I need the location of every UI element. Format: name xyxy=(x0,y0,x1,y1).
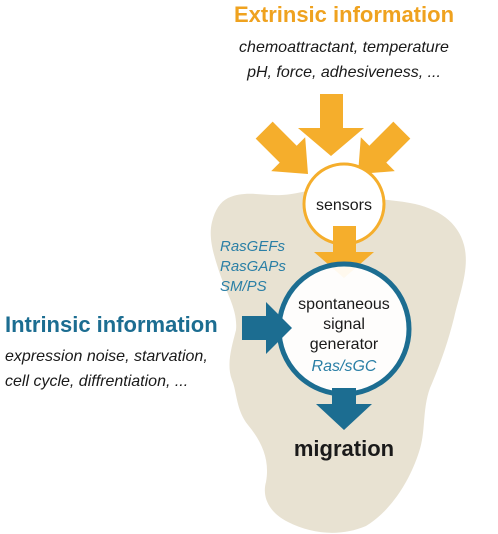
sensors-label: sensors xyxy=(316,197,372,214)
generator-line-2: signal xyxy=(323,316,365,333)
extrinsic-title: Extrinsic information xyxy=(234,2,454,27)
generator-line-1: spontaneous xyxy=(298,296,390,313)
arrow-intrinsic xyxy=(242,302,292,354)
arrow-right-extrinsic xyxy=(358,121,411,174)
regulator-smps: SM/PS xyxy=(220,278,267,295)
arrow-left-extrinsic xyxy=(255,121,308,174)
arrow-top-extrinsic xyxy=(298,94,364,156)
generator-line-3: generator xyxy=(310,336,379,353)
generator-line-4: Ras/sGC xyxy=(312,358,377,375)
migration-label: migration xyxy=(294,436,394,461)
extrinsic-line-2: pH, force, adhesiveness, ... xyxy=(246,64,441,81)
intrinsic-line-1: expression noise, starvation, xyxy=(5,348,208,365)
intrinsic-line-2: cell cycle, diffrentiation, ... xyxy=(5,373,188,390)
regulator-rasgaps: RasGAPs xyxy=(220,258,286,275)
extrinsic-line-1: chemoattractant, temperature xyxy=(239,39,449,56)
intrinsic-title: Intrinsic information xyxy=(5,312,218,337)
regulator-rasgefs: RasGEFs xyxy=(220,238,286,255)
arrow-to-migration xyxy=(316,388,372,430)
